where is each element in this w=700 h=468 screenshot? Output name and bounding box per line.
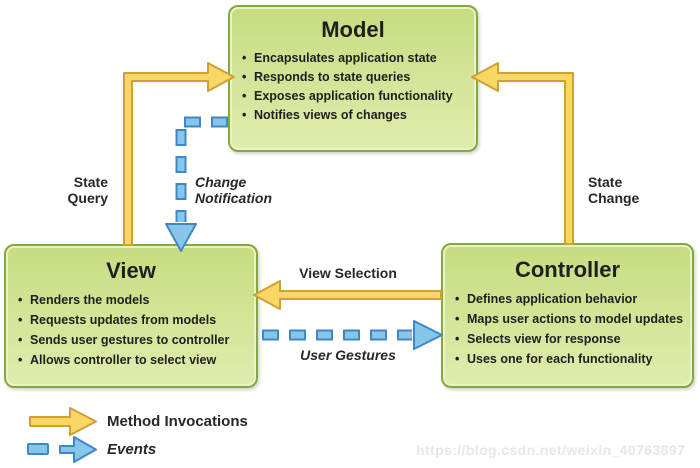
method-invocations-arrow-icon xyxy=(29,407,97,436)
state-query-arrow-icon xyxy=(123,62,235,246)
legend-method-invocations-label: Method Invocations xyxy=(107,413,248,430)
bullet-item: Responds to state queries xyxy=(242,68,472,87)
controller-title: Controller xyxy=(514,257,621,282)
controller-bullet-list: Defines application behavior Maps user a… xyxy=(443,289,692,369)
user-gestures-arrow-icon xyxy=(262,320,443,350)
watermark-text: https://blog.csdn.net/weixin_40763897 xyxy=(416,442,686,458)
bullet-item: Selects view for response xyxy=(455,329,688,349)
bullet-item: Uses one for each functionality xyxy=(455,349,688,369)
view-box: View Renders the models Requests updates… xyxy=(4,244,258,388)
bullet-item: Exposes application functionality xyxy=(242,87,472,106)
bullet-item: Allows controller to select view xyxy=(18,350,252,370)
legend-events-label: Events xyxy=(107,441,157,458)
state-change-arrow-icon xyxy=(471,62,574,245)
view-title: View xyxy=(106,258,156,283)
view-selection-arrow-icon xyxy=(253,280,442,310)
view-selection-label: View Selection xyxy=(299,265,397,281)
state-change-label: State Change xyxy=(588,174,640,206)
model-title: Model xyxy=(321,17,385,42)
view-bullet-list: Renders the models Requests updates from… xyxy=(6,290,256,370)
bullet-item: Notifies views of changes xyxy=(242,106,472,125)
change-notification-label: Change Notification xyxy=(195,174,272,206)
model-bullet-list: Encapsulates application state Responds … xyxy=(230,49,476,125)
state-query-label: State Query xyxy=(67,174,108,206)
controller-box: Controller Defines application behavior … xyxy=(441,243,694,388)
bullet-item: Sends user gestures to controller xyxy=(18,330,252,350)
bullet-item: Maps user actions to model updates xyxy=(455,309,688,329)
bullet-item: Encapsulates application state xyxy=(242,49,472,68)
events-arrow-icon xyxy=(27,436,97,463)
bullet-item: Requests updates from models xyxy=(18,310,252,330)
user-gestures-label: User Gestures xyxy=(300,347,396,363)
model-box: Model Encapsulates application state Res… xyxy=(228,5,478,152)
bullet-item: Defines application behavior xyxy=(455,289,688,309)
bullet-item: Renders the models xyxy=(18,290,252,310)
